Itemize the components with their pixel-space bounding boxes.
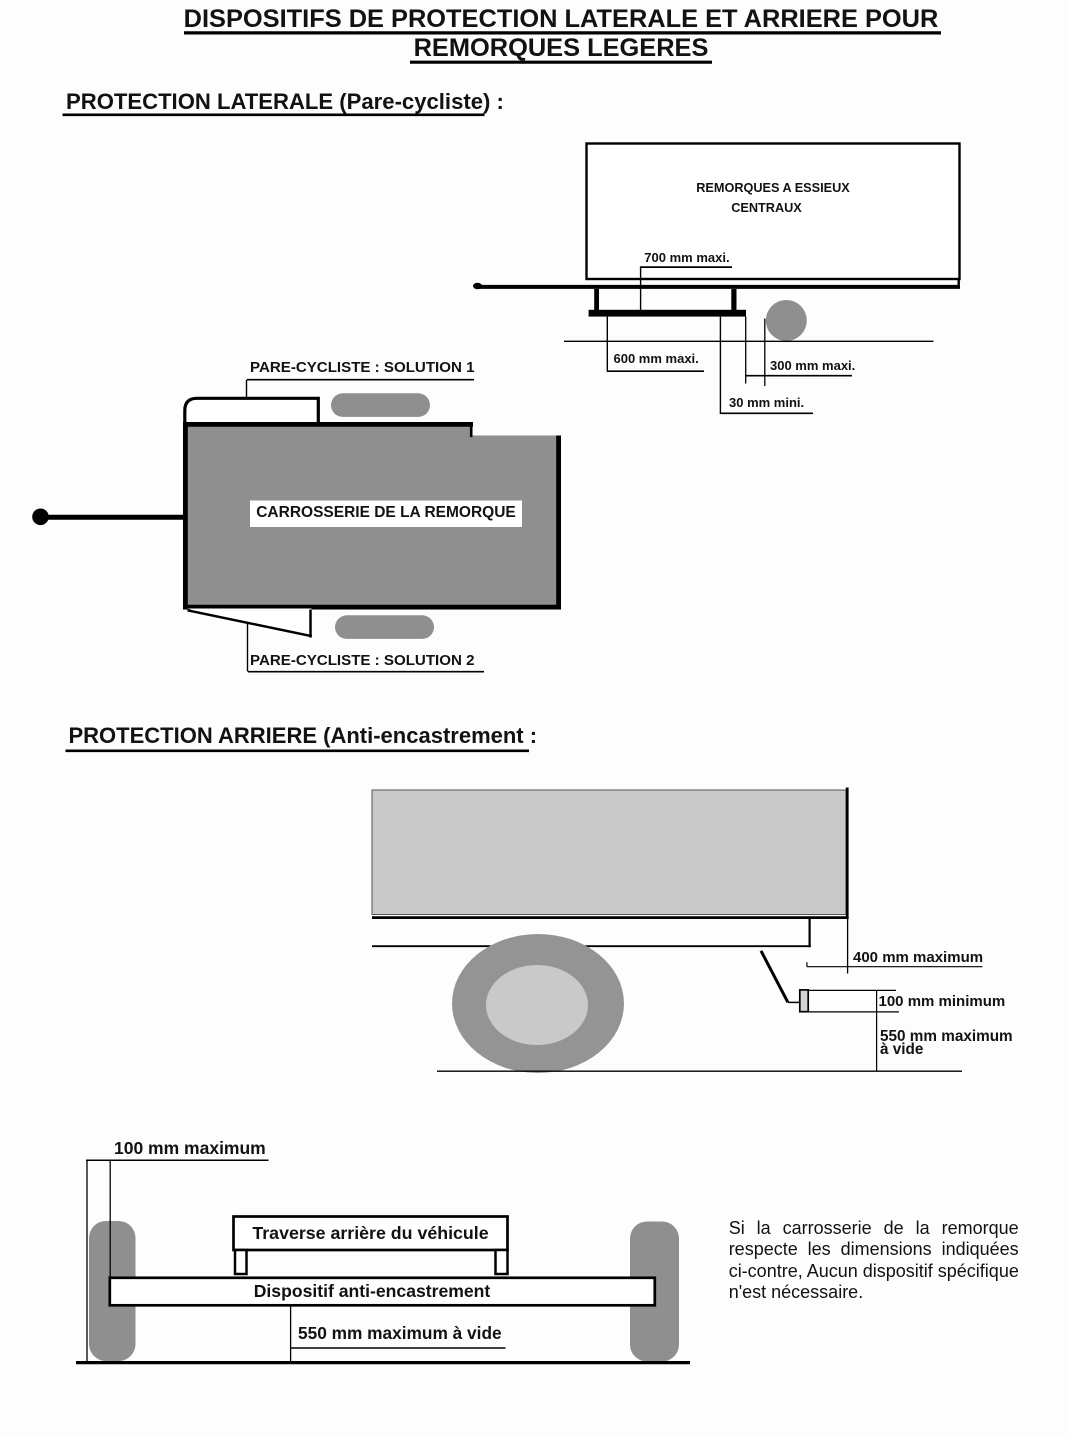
- diagram4-rear-view: [76, 1159, 690, 1365]
- dim-lines-100max: [86, 1159, 269, 1361]
- wheel-bottom: [335, 615, 434, 639]
- dim-label-100mm: 100 mm minimum: [878, 993, 1006, 1010]
- diagram1-side-view: [473, 142, 961, 415]
- diagram3-side-view: [371, 787, 983, 1073]
- dispositif-label: Dispositif anti-encastrement: [253, 1280, 491, 1301]
- rail-post-left: [594, 289, 599, 311]
- body-label-plate: [250, 500, 522, 527]
- hitch-ball: [473, 282, 482, 290]
- wheel-inner: [486, 965, 588, 1045]
- trailer-box: [585, 142, 961, 281]
- diagram2-top-view: [32, 378, 561, 673]
- document-title: DISPOSITIFS DE PROTECTION LATERALE ET AR…: [61, 5, 1061, 63]
- dim-label-30mm: 30 mm mini.: [729, 394, 805, 410]
- hitch-ball: [32, 508, 49, 526]
- trailer-body-edges: [182, 421, 561, 610]
- traverse-label: Traverse arrière du véhicule: [252, 1222, 489, 1243]
- underlines: [62, 31, 941, 753]
- trailer-box-label-line1: REMORQUES A ESSIEUX: [696, 181, 850, 195]
- wheel-top: [331, 393, 430, 417]
- dim-label-600mm: 600 mm maxi.: [613, 351, 699, 367]
- heading-protection-laterale: PROTECTION LATERALE (Pare-cycliste) :: [66, 89, 504, 115]
- note-paragraph: Si la carrosserie de la remorque respect…: [729, 1218, 1019, 1304]
- side-guard-rail: [588, 309, 746, 317]
- underrun-bar: [108, 1276, 657, 1307]
- dim-label-550mm-line2: à vide: [880, 1040, 924, 1058]
- traverse-box: [232, 1215, 509, 1252]
- note-line: Si la carrosserie de la remorque: [728, 1217, 1019, 1238]
- dim-lines-600: [606, 316, 704, 373]
- wheel: [765, 300, 807, 341]
- document-title-line2: REMORQUES LEGERES: [413, 33, 709, 62]
- device-support-diagonal: [759, 950, 790, 1003]
- dim-label-550mm-avide: 550 mm maximum à vide: [298, 1323, 502, 1344]
- solution2-label: PARE-CYCLISTE : SOLUTION 2: [250, 652, 475, 669]
- dim-lines-30: [719, 316, 813, 415]
- dim-label-100mm-max: 100 mm maximum: [114, 1137, 266, 1158]
- note-line: n'est nécessaire.: [728, 1282, 864, 1303]
- trailer-box-label-line2: CENTRAUX: [731, 200, 802, 215]
- dim-lines-300: [745, 316, 852, 386]
- dim-label-300mm: 300 mm maxi.: [770, 357, 856, 373]
- dim-label-700mm: 700 mm maxi.: [644, 249, 730, 265]
- bracket-right: [494, 1248, 509, 1276]
- dim-lines-400: [806, 962, 983, 968]
- solution1-label: PARE-CYCLISTE : SOLUTION 1: [250, 358, 475, 376]
- note-line: respecte les dimensions indiquées: [728, 1239, 1019, 1260]
- heading-protection-arriere: PROTECTION ARRIERE (Anti-encastrement :: [68, 723, 538, 749]
- trailer-body-label: CARROSSERIE DE LA REMORQUE: [256, 503, 516, 521]
- document-title-line1: DISPOSITIFS DE PROTECTION LATERALE ET AR…: [183, 4, 939, 33]
- solution1-box: [183, 396, 320, 428]
- rail-post-right: [731, 289, 737, 311]
- underrun-device: [798, 989, 810, 1013]
- truck-bed: [371, 789, 847, 915]
- dim-lines-700: [639, 266, 732, 310]
- trailer-box-label: REMORQUES A ESSIEUX CENTRAUX: [586, 179, 960, 218]
- bracket-left: [233, 1248, 248, 1276]
- solution2-hypotenuse: [187, 609, 313, 638]
- dim-label-550mm-line1: 550 mm maximum: [880, 1027, 1013, 1045]
- dim-label-400mm: 400 mm maximum: [853, 948, 984, 966]
- dim-label-550mm: 550 mm maximum à vide: [880, 1027, 1013, 1058]
- note-line: ci-contre, Aucun dispositif spécifique: [728, 1260, 1019, 1281]
- dim-lines-100: [808, 989, 899, 1072]
